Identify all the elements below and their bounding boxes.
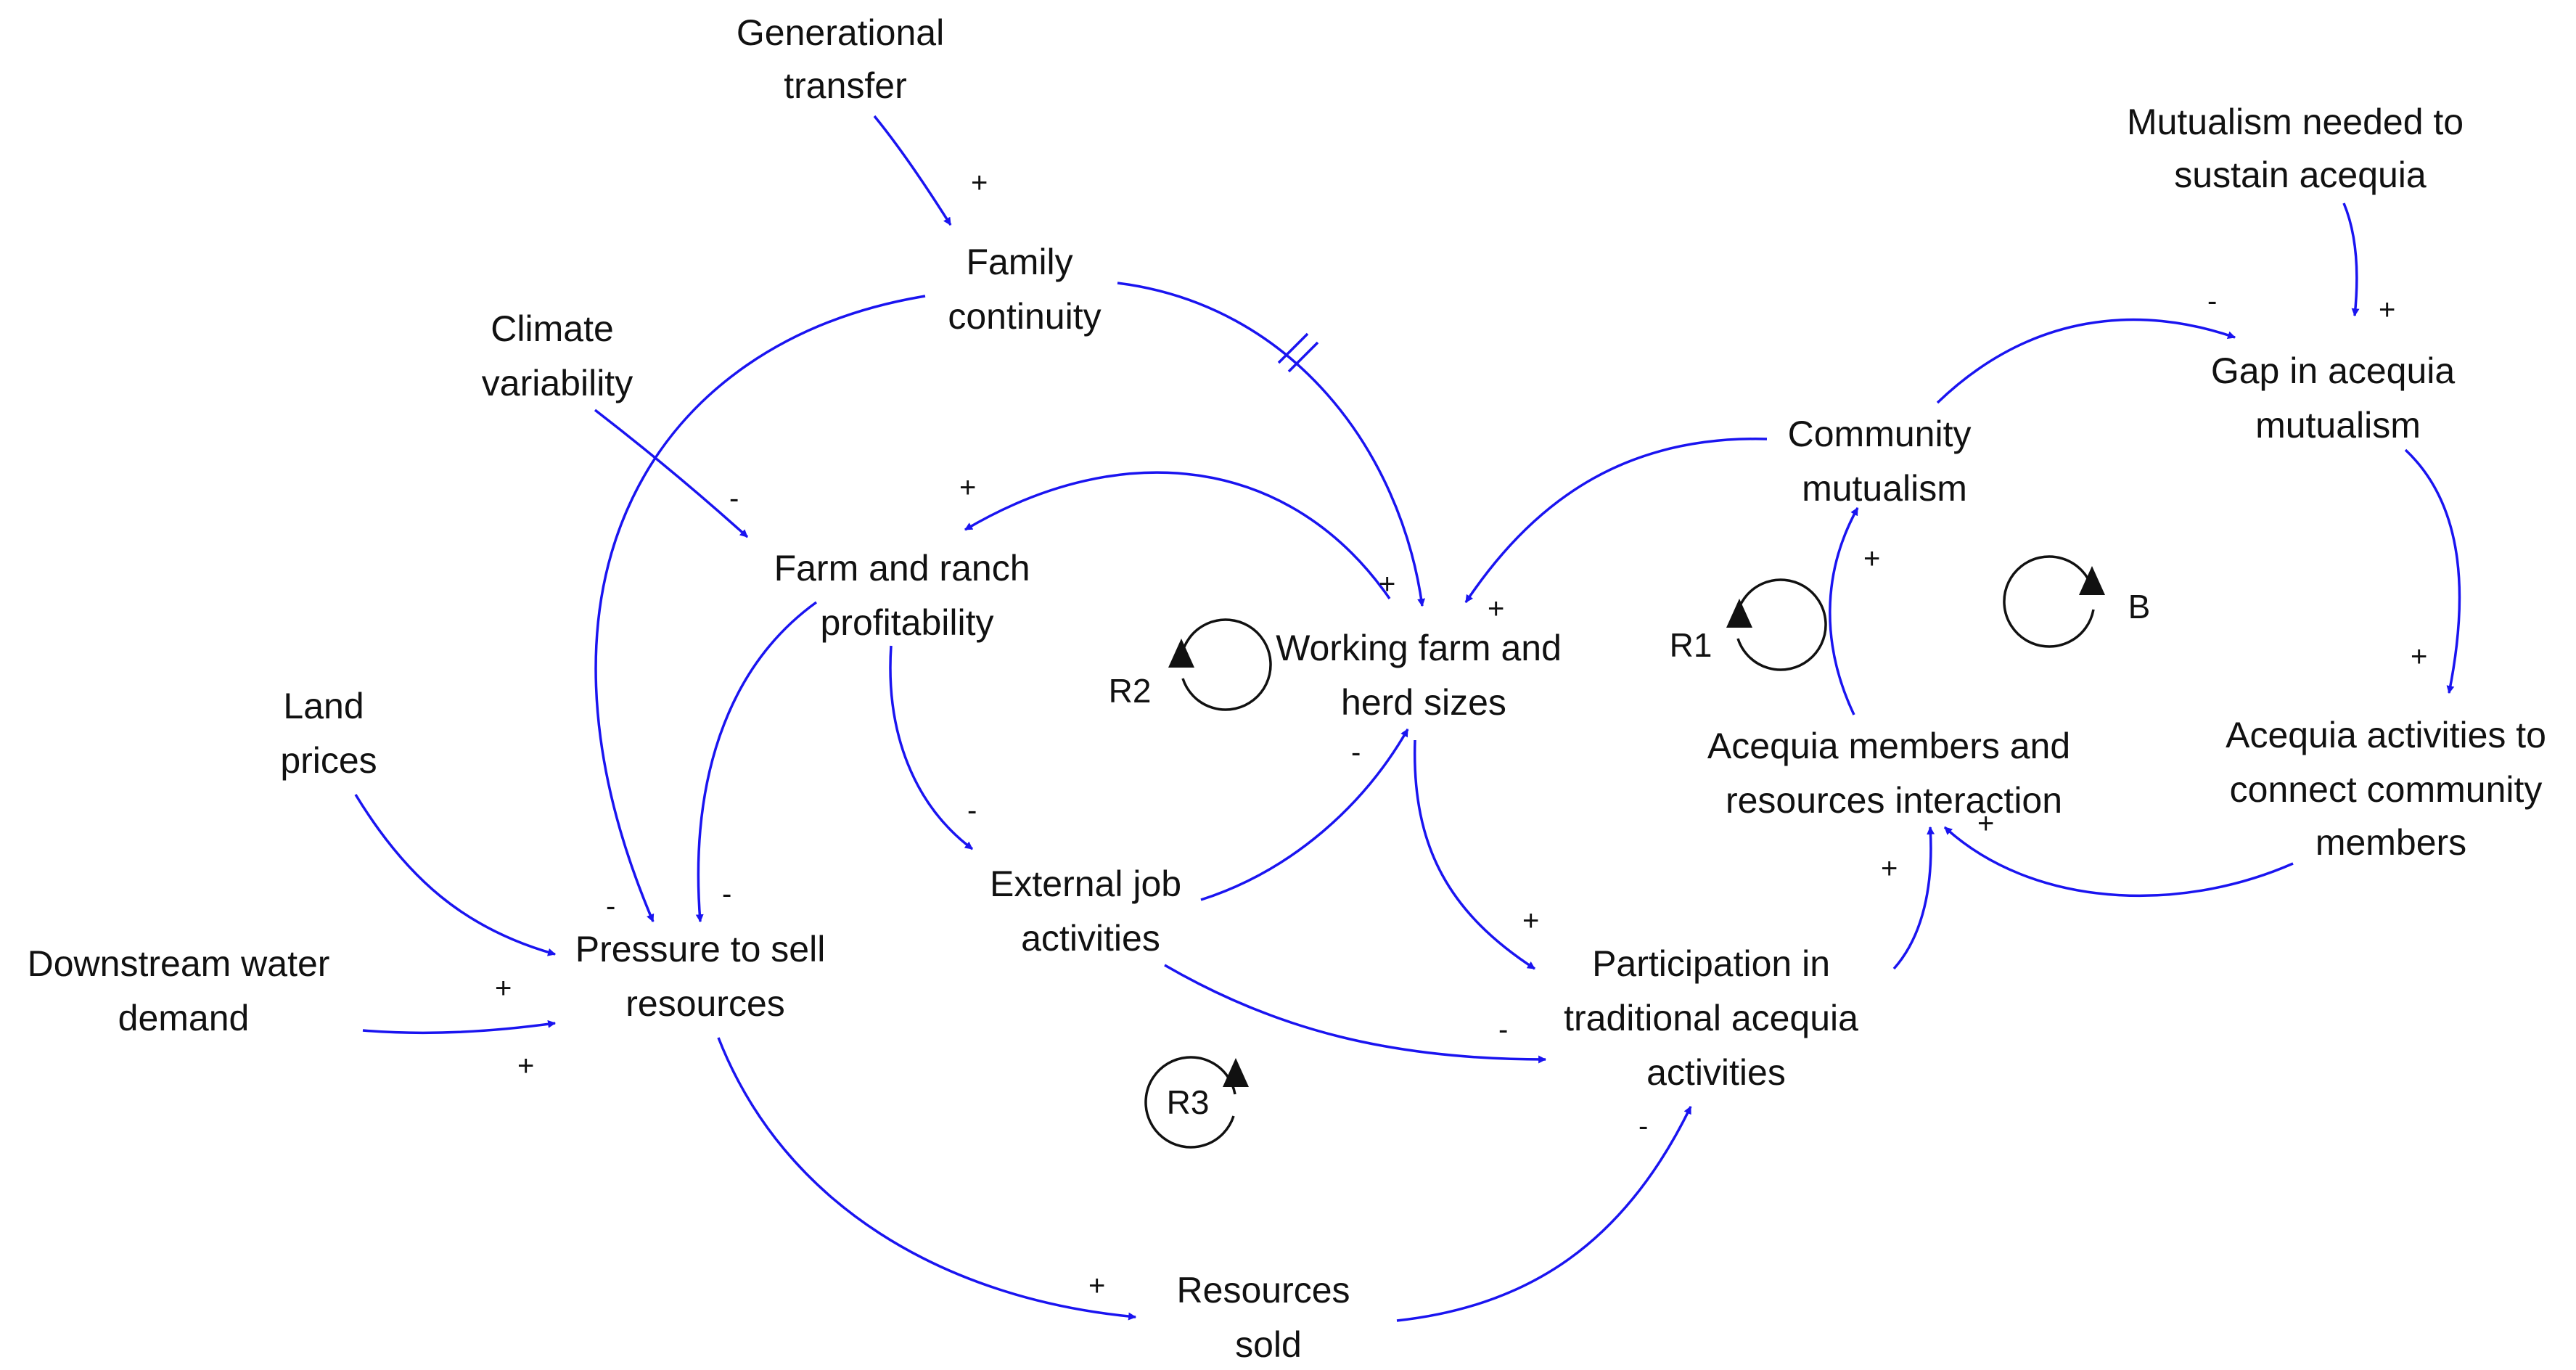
link-participation-to-interaction	[1892, 826, 1935, 970]
link-external-to-working	[1200, 729, 1409, 901]
link-gap-to-activities	[2404, 448, 2461, 694]
polarity-working-to-profit: +	[959, 472, 976, 504]
node-working-farm-herd: Working farm and herd sizes	[1276, 628, 1572, 723]
svg-text:B: B	[2128, 588, 2151, 625]
loop-r2: R2	[1109, 618, 1272, 711]
link-family-to-pressure	[594, 295, 926, 923]
node-generational-transfer: Generational transfer	[737, 12, 954, 106]
polarity-downstream-to-pressure: +	[517, 1050, 534, 1082]
polarity-participation-to-interaction: +	[1881, 853, 1898, 885]
polarity-community-to-gap: -	[2207, 285, 2217, 317]
link-external-to-participation	[1164, 964, 1547, 1064]
polarity-activities-to-interaction: +	[1977, 808, 1994, 840]
node-participation: Participation in traditional acequia act…	[1564, 943, 1869, 1093]
svg-text:R2: R2	[1109, 672, 1152, 710]
polarity-needed-to-gap: +	[2379, 294, 2395, 326]
polarity-sold-to-participation: -	[1638, 1110, 1648, 1142]
node-family-continuity: Family continuity	[948, 242, 1101, 337]
link-pressure-to-sold	[717, 1037, 1137, 1321]
polarity-external-to-participation: -	[1498, 1014, 1508, 1046]
nodes: Generational transfer Family continuity …	[28, 12, 2556, 1365]
link-land-to-pressure	[354, 794, 557, 956]
loop-b: B	[2003, 555, 2151, 648]
node-downstream-water: Downstream water demand	[28, 943, 340, 1038]
link-working-to-profit	[964, 471, 1391, 599]
polarity-community-to-working: +	[1488, 593, 1504, 625]
polarity-climate-to-profit: -	[729, 483, 739, 514]
node-gap-mutualism: Gap in acequia mutualism	[2211, 350, 2465, 446]
polarity-signs: + - + + + - - - - + - + + + - + + + - + …	[495, 167, 2427, 1302]
polarity-gen-to-family: +	[971, 167, 988, 199]
polarity-land-to-pressure: +	[495, 972, 512, 1004]
link-downstream-to-pressure	[362, 1020, 557, 1035]
link-sold-to-participation	[1396, 1106, 1692, 1322]
node-acequia-activities: Acequia activities to connect community …	[2226, 715, 2556, 863]
polarity-gap-to-activities: +	[2411, 641, 2427, 673]
svg-text:R1: R1	[1670, 626, 1712, 664]
svg-text:R3: R3	[1167, 1083, 1210, 1121]
node-land-prices: Land prices	[280, 686, 377, 781]
link-family-to-working	[1117, 282, 1426, 607]
node-farm-ranch-profitability: Farm and ranch profitability	[774, 548, 1041, 643]
causal-links	[354, 115, 2461, 1322]
polarity-external-to-working: -	[1351, 737, 1361, 768]
link-climate-to-profit	[594, 409, 749, 538]
node-community-mutualism: Community mutualism	[1788, 414, 1982, 509]
polarity-profit-to-pressure: -	[722, 878, 731, 910]
node-resources-sold: Resources sold	[1177, 1270, 1361, 1365]
link-profit-to-pressure	[695, 601, 818, 923]
link-generational-to-family	[873, 115, 952, 226]
polarity-working-to-participation: +	[1522, 905, 1539, 937]
polarity-family-to-pressure: -	[606, 890, 615, 922]
polarity-pressure-to-sold: +	[1088, 1270, 1105, 1302]
link-activities-to-interaction	[1943, 826, 2294, 898]
delay-mark	[1277, 332, 1319, 373]
loop-r3: R3	[1144, 1056, 1249, 1149]
link-community-to-gap	[1936, 318, 2236, 404]
link-interaction-to-community	[1829, 507, 1859, 715]
polarity-family-to-working: +	[1379, 568, 1395, 600]
link-needed-to-gap	[2342, 202, 2360, 317]
polarity-interaction-to-community: +	[1863, 543, 1880, 575]
polarity-profit-to-external: -	[967, 795, 977, 826]
node-mutualism-needed: Mutualism needed to sustain acequia	[2127, 102, 2474, 195]
link-community-to-working	[1464, 438, 1768, 603]
link-profit-to-external	[889, 645, 974, 850]
node-climate-variability: Climate variability	[482, 308, 633, 403]
loop-r1: R1	[1670, 578, 1827, 671]
loop-indicators: R2 R1 R3 B	[1109, 555, 2151, 1149]
node-external-job: External job activities	[990, 864, 1191, 959]
node-acequia-interaction: Acequia members and resources interactio…	[1707, 726, 2080, 821]
node-pressure-to-sell: Pressure to sell resources	[575, 929, 836, 1024]
link-working-to-participation	[1413, 739, 1535, 970]
